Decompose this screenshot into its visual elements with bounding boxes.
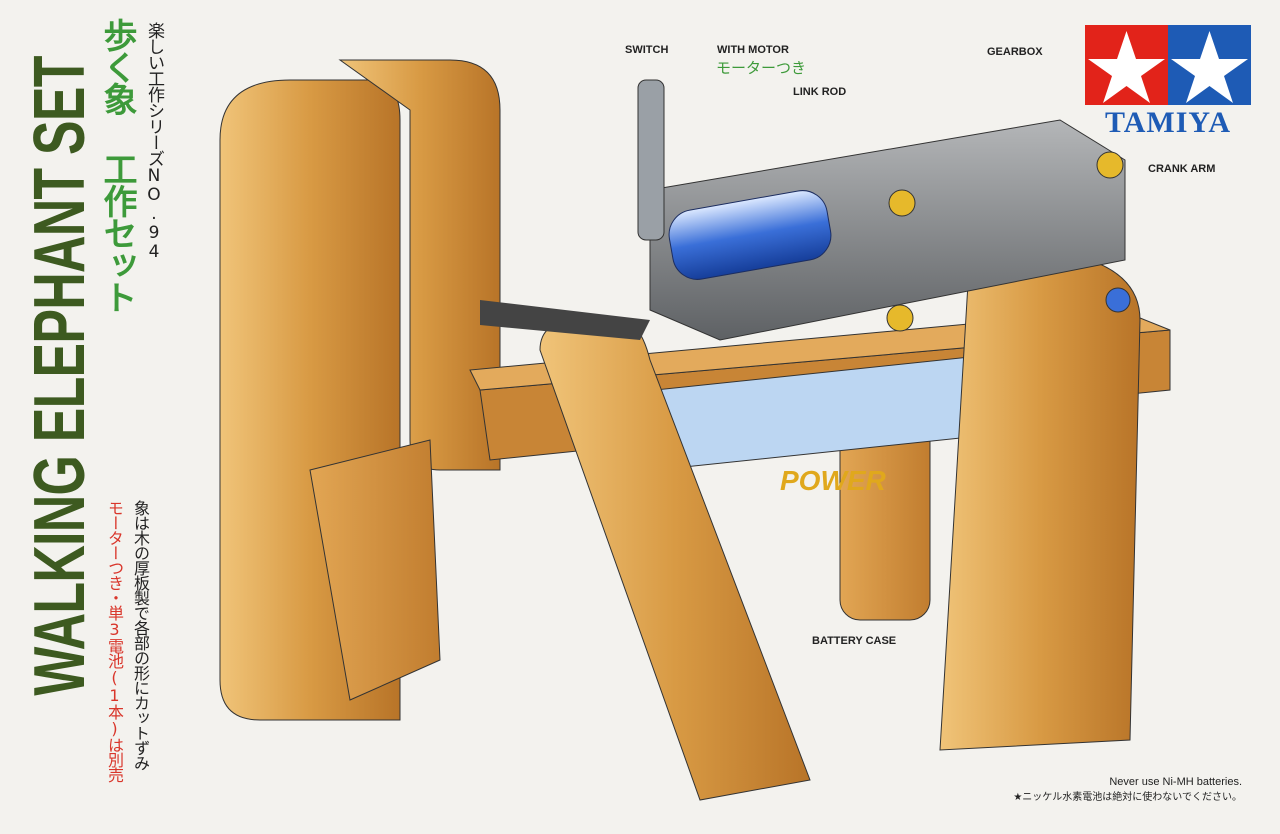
motor bbox=[668, 190, 832, 280]
star-icon bbox=[1088, 31, 1165, 103]
jp-note: モーターつき・単3電池(1本)は別売 bbox=[105, 500, 124, 782]
label-gearbox: GEARBOX bbox=[987, 46, 1043, 58]
label-link-rod: LINK ROD bbox=[793, 86, 847, 98]
trunk bbox=[309, 439, 441, 701]
brand-name: TAMIYA bbox=[1104, 106, 1231, 139]
gearbox bbox=[649, 119, 1126, 341]
screw bbox=[888, 189, 916, 217]
link-rod bbox=[480, 300, 650, 340]
label-crank-arm: CRANK ARM bbox=[1148, 163, 1216, 175]
jp-title: 歩く象 工作セット bbox=[97, 18, 137, 312]
rear-leg bbox=[939, 249, 1141, 751]
battery-power-text: POWER bbox=[780, 465, 887, 496]
switch-lever bbox=[637, 79, 665, 241]
elephant-illustration: POWER bbox=[219, 59, 1171, 801]
label-switch: SWITCH bbox=[625, 44, 669, 56]
screw bbox=[1096, 151, 1124, 179]
label-with-motor-jp: モーターつき bbox=[716, 59, 807, 77]
star-icon bbox=[1171, 31, 1248, 103]
screw bbox=[886, 304, 914, 332]
jp-series: 楽しい工作シリーズNO.94 bbox=[144, 22, 164, 261]
tamiya-logo bbox=[1085, 25, 1251, 105]
warning-jp: ★ニッケル水素電池は絶対に使わないでください。 bbox=[1013, 792, 1242, 803]
warning-en: Never use Ni-MH batteries. bbox=[1109, 776, 1242, 788]
product-title: WALKING ELEPHANT SET bbox=[20, 56, 100, 696]
jp-description: 象は木の厚板製で各部の形にカットずみ bbox=[131, 500, 150, 770]
label-battery-case: BATTERY CASE bbox=[812, 635, 897, 647]
label-with-motor: WITH MOTOR bbox=[717, 44, 789, 56]
screw bbox=[1105, 287, 1131, 313]
